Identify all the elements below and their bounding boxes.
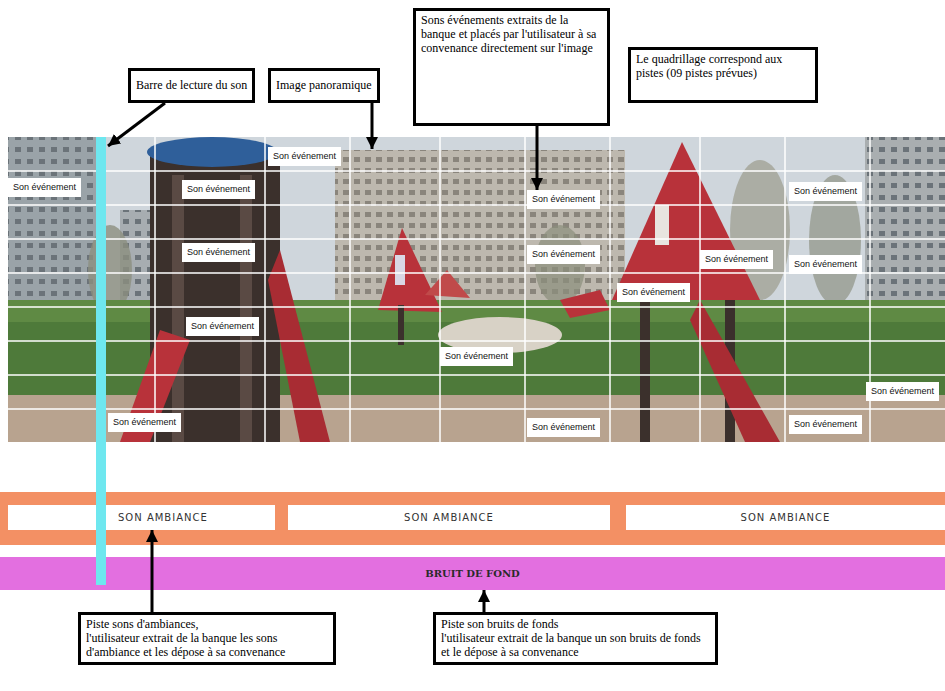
sound-event-tag: Son événement — [866, 382, 939, 401]
node-text: Son événement — [871, 386, 934, 397]
node-text: Le quadrillage correspond aux pistes (09… — [636, 53, 810, 81]
node-text: Son événement — [532, 422, 595, 433]
node-text: Son événement — [532, 194, 595, 205]
node-text: Son événement — [445, 351, 508, 362]
node-text: Barre de lecture du son — [136, 79, 247, 93]
sound-event-tag: Son événement — [8, 178, 81, 197]
callout-box: Barre de lecture du son — [128, 68, 255, 103]
callout-box: Piste sons d'ambiances,l'utilisateur ext… — [78, 612, 336, 665]
sound-event-tag: Son événement — [700, 250, 773, 269]
ambiance-sound-block: SON AMBIANCE — [288, 505, 610, 530]
sound-event-tag: Son événement — [617, 283, 690, 302]
node-text: Sons événements extraits de la banque et… — [421, 14, 602, 55]
leader-arrow — [108, 103, 165, 146]
callout-heading: Piste sons d'ambiances, — [86, 618, 328, 632]
background-noise-band: BRUIT DE FOND — [0, 557, 945, 590]
sound-event-tag: Son événement — [527, 418, 600, 437]
sound-event-tag: Son événement — [186, 317, 259, 336]
leader-arrow — [371, 103, 374, 149]
callout-arrow — [483, 590, 486, 612]
node-text: Son événement — [532, 249, 595, 260]
background-noise-track — [0, 557, 945, 590]
node-text: Image panoramique — [276, 79, 372, 93]
track-grid — [8, 137, 945, 442]
sound-event-tag: Son événement — [789, 415, 862, 434]
callout-arrow — [536, 126, 539, 190]
node-text: Son événement — [187, 184, 250, 195]
sound-event-tag: Son événement — [182, 243, 255, 262]
node-text: Son événement — [273, 151, 336, 162]
node-text: Son événement — [705, 254, 768, 265]
sound-event-tag: Son événement — [268, 147, 341, 166]
node-text: Son événement — [794, 259, 857, 270]
sound-event-tag: Son événement — [789, 182, 862, 201]
ambiance-sound-block: SON AMBIANCE — [626, 505, 945, 530]
sound-event-tag: Son événement — [108, 413, 181, 432]
node-text: Son événement — [191, 321, 254, 332]
node-text: Son événement — [794, 186, 857, 197]
node-text: SON AMBIANCE — [118, 512, 208, 523]
sound-event-tag: Son événement — [527, 190, 600, 209]
node-text: l'utilisateur extrait de la banque les s… — [86, 632, 328, 660]
node-text: Son événement — [113, 417, 176, 428]
node-text: SON AMBIANCE — [741, 512, 831, 523]
node-text: Son événement — [622, 287, 685, 298]
node-text: BRUIT DE FOND — [425, 568, 519, 579]
sound-event-tag: Son événement — [440, 347, 513, 366]
callout-box: Le quadrillage correspond aux pistes (09… — [628, 47, 818, 103]
sound-event-tag: Son événement — [527, 245, 600, 264]
ambiance-track — [0, 492, 945, 545]
sound-event-tag: Son événement — [789, 255, 862, 274]
callout-box: Image panoramique — [268, 68, 380, 103]
panoramic-photo — [8, 137, 945, 442]
callout-box: Piste son bruits de fondsl'utilisateur e… — [433, 612, 718, 665]
sound-event-tag: Son événement — [182, 180, 255, 199]
callout-arrow — [151, 530, 154, 612]
callout-box: Sons événements extraits de la banque et… — [413, 8, 610, 126]
node-text: Son événement — [13, 182, 76, 193]
node-text: Son événement — [794, 419, 857, 430]
ambiance-sound-block: SON AMBIANCE — [8, 505, 275, 530]
node-text: l'utilisateur extrait de la banque un so… — [441, 632, 710, 660]
node-text: SON AMBIANCE — [404, 512, 494, 523]
callout-heading: Piste son bruits de fonds — [441, 618, 710, 632]
node-text: Son événement — [187, 247, 250, 258]
